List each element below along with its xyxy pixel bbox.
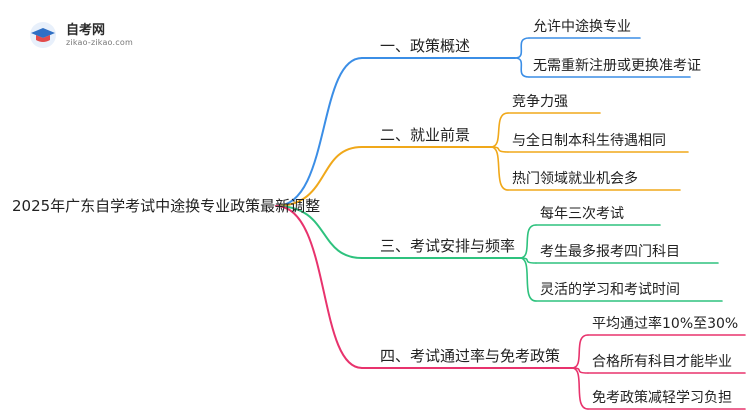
child-label-3-3[interactable]: 灵活的学习和考试时间 <box>540 282 680 298</box>
child-label-3-1[interactable]: 每年三次考试 <box>540 206 624 222</box>
child-label-4-2[interactable]: 合格所有科目才能毕业 <box>592 354 732 370</box>
child-edge-2-1 <box>490 112 509 148</box>
root-topic[interactable]: 2025年广东自学考试中途换专业政策最新调整 <box>12 197 320 215</box>
graduation-cap-icon <box>30 22 56 48</box>
site-logo[interactable]: 自考网 zikao-zikao.com <box>28 16 138 56</box>
logo-title: 自考网 <box>66 23 106 38</box>
child-label-3-2[interactable]: 考生最多报考四门科目 <box>540 243 680 260</box>
branch-edge-2 <box>275 146 363 207</box>
child-edge-4-3 <box>571 367 589 410</box>
child-label-1-1[interactable]: 允许中途换专业 <box>533 18 631 35</box>
child-edge-3-1 <box>519 224 537 259</box>
branch-label-3[interactable]: 三、考试安排与频率 <box>380 237 515 255</box>
child-edge-1-1 <box>514 37 530 59</box>
child-edge-1-2 <box>514 57 530 78</box>
branch-edge-4 <box>275 205 363 369</box>
branch-label-4[interactable]: 四、考试通过率与免考政策 <box>380 347 560 365</box>
child-label-2-2[interactable]: 与全日制本科生待遇相同 <box>512 132 666 149</box>
child-label-4-3[interactable]: 免考政策减轻学习负担 <box>592 389 732 406</box>
child-edge-2-3 <box>490 146 509 191</box>
child-label-2-1[interactable]: 竞争力强 <box>512 93 568 110</box>
branch-edge-1 <box>275 57 363 207</box>
branch-label-1[interactable]: 一、政策概述 <box>380 37 470 55</box>
child-label-2-3[interactable]: 热门领域就业机会多 <box>512 170 638 187</box>
branch-edge-3 <box>275 205 363 259</box>
child-edge-4-1 <box>571 334 589 369</box>
branch-label-2[interactable]: 二、就业前景 <box>380 126 470 144</box>
child-label-1-2[interactable]: 无需重新注册或更换准考证 <box>533 57 701 74</box>
mindmap-edges <box>275 37 746 410</box>
mindmap-labels: 2025年广东自学考试中途换专业政策最新调整 一、政策概述 允许中途换专业无需重新注… <box>12 18 738 406</box>
logo-url: zikao-zikao.com <box>66 38 133 47</box>
child-edge-3-3 <box>519 257 537 302</box>
child-label-4-1[interactable]: 平均通过率10%至30% <box>592 315 738 332</box>
